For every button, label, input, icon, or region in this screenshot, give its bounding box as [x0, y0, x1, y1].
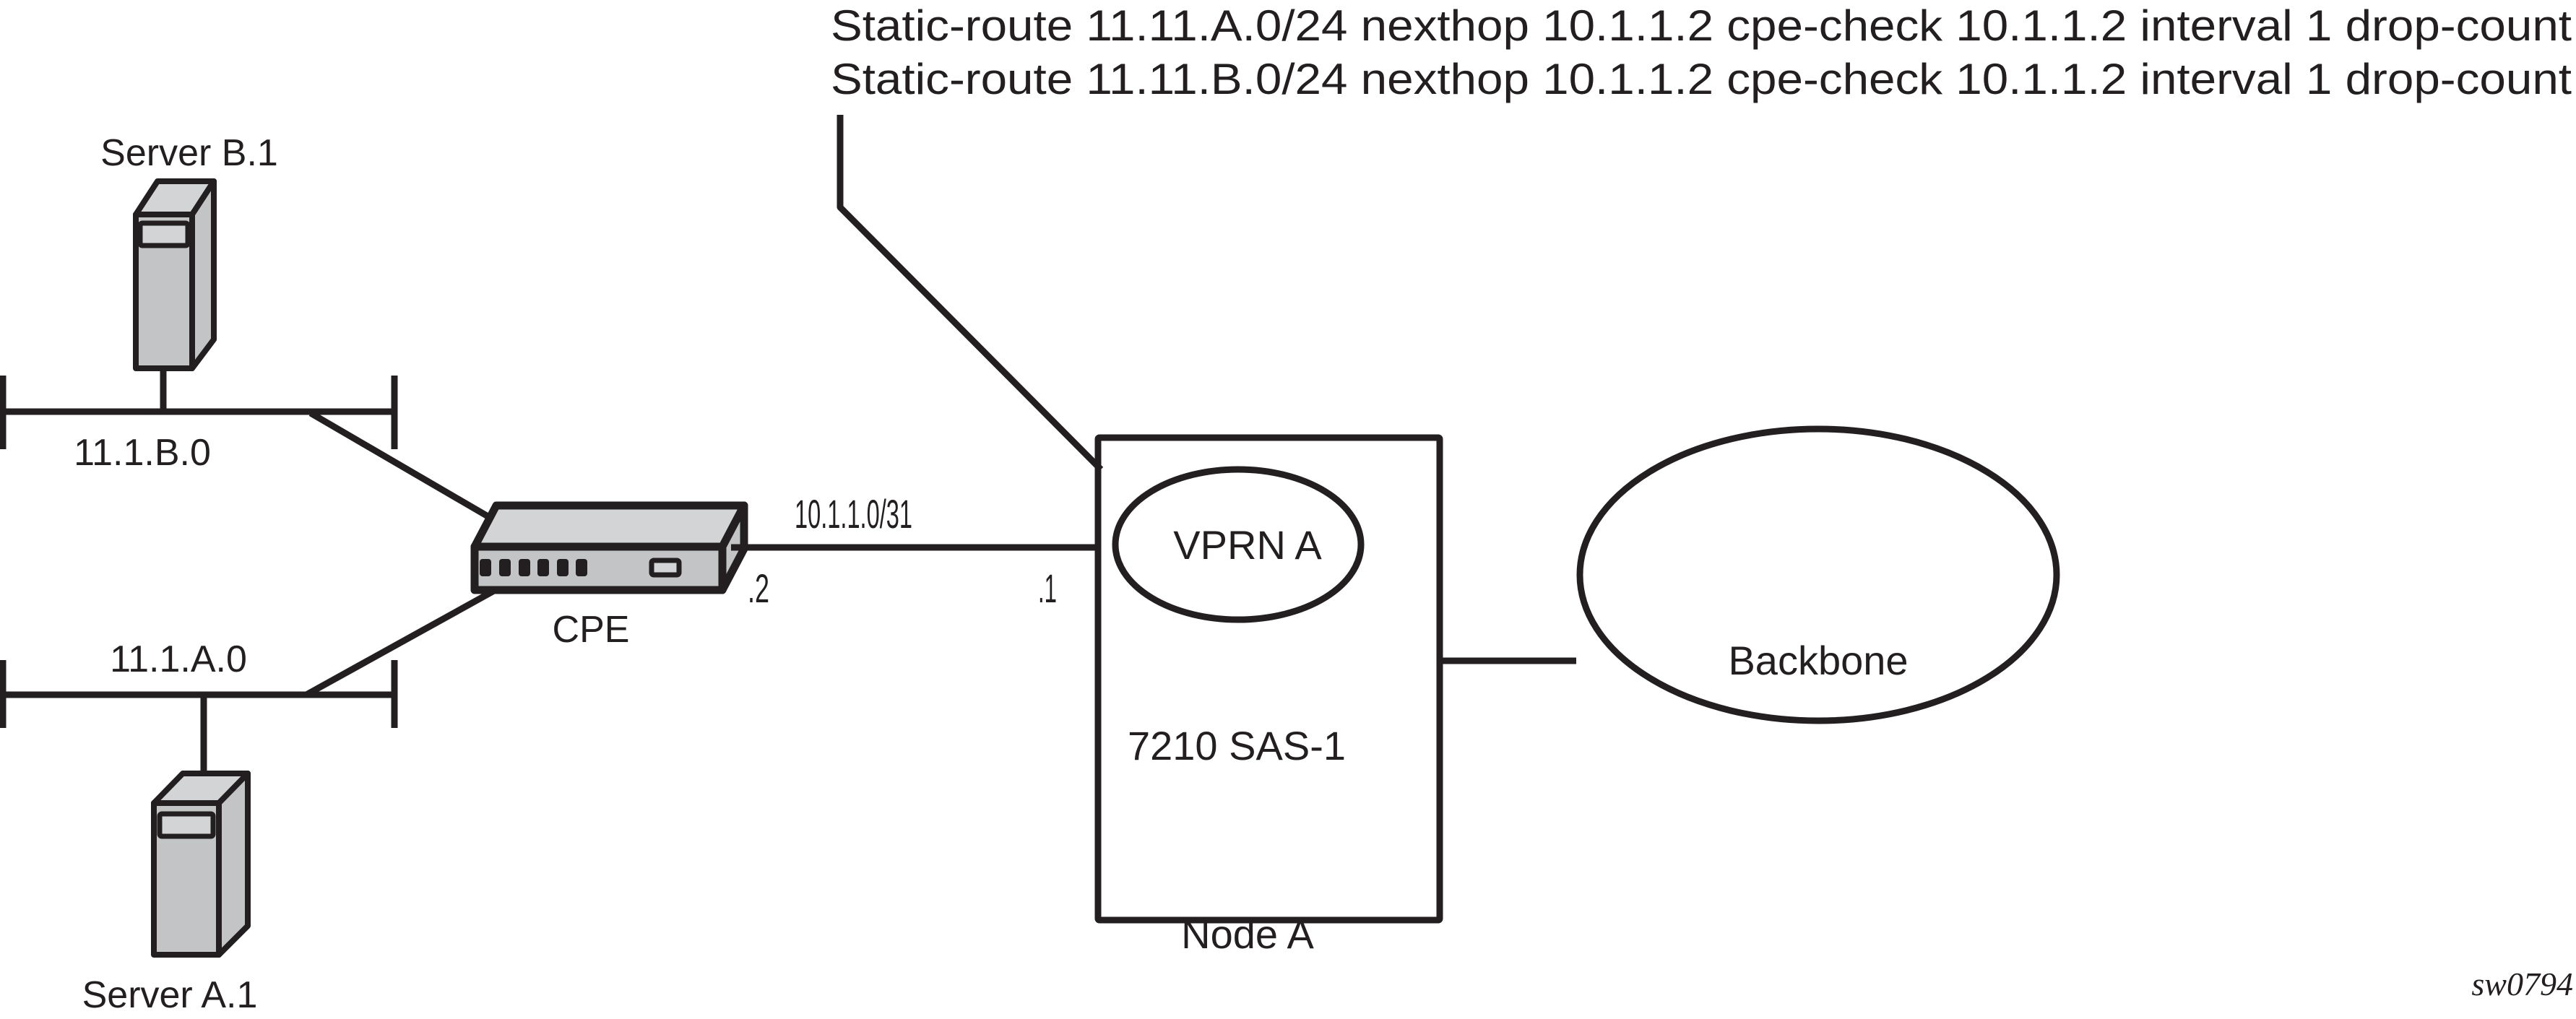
backbone-ellipse [1576, 425, 2060, 724]
backbone-label: Backbone [1728, 638, 1908, 683]
link-subnet-label: 10.1.1.0/31 [795, 491, 912, 537]
node-a-box [1094, 434, 1443, 924]
vprn-a-label: VPRN A [1173, 522, 1322, 568]
node-name-label: Node A [1181, 911, 1314, 957]
callout-line-1: Static-route 11.11.A.0/24 nexthop 10.1.1… [831, 1, 2572, 50]
cpe-interface-label: .2 [748, 565, 769, 611]
node-interface-label: .1 [1038, 565, 1057, 611]
subnet-b-label: 11.1.B.0 [74, 432, 211, 474]
server-b1-label: Server B.1 [100, 132, 278, 174]
subnet-b-bus [0, 376, 398, 449]
callout-leader-line [837, 115, 1104, 472]
server-a1-icon [151, 771, 251, 958]
vprn-a-ellipse [1112, 466, 1365, 623]
figure-reference: sw0794 [2471, 966, 2573, 1002]
callout-line-2: Static-route 11.11.B.0/24 nexthop 10.1.1… [831, 55, 2572, 103]
node-model-label: 7210 SAS-1 [1128, 723, 1346, 768]
link-subnet-a-to-cpe [304, 588, 496, 698]
subnet-a-bus [0, 660, 398, 728]
cpe-device-icon [470, 501, 748, 594]
cpe-label: CPE [553, 609, 630, 651]
server-b1-icon [133, 178, 217, 371]
subnet-a-label: 11.1.A.0 [110, 638, 247, 680]
cpe-port-leds [480, 559, 587, 576]
link-subnet-b-to-cpe [308, 410, 496, 523]
server-a1-label: Server A.1 [82, 974, 258, 1016]
